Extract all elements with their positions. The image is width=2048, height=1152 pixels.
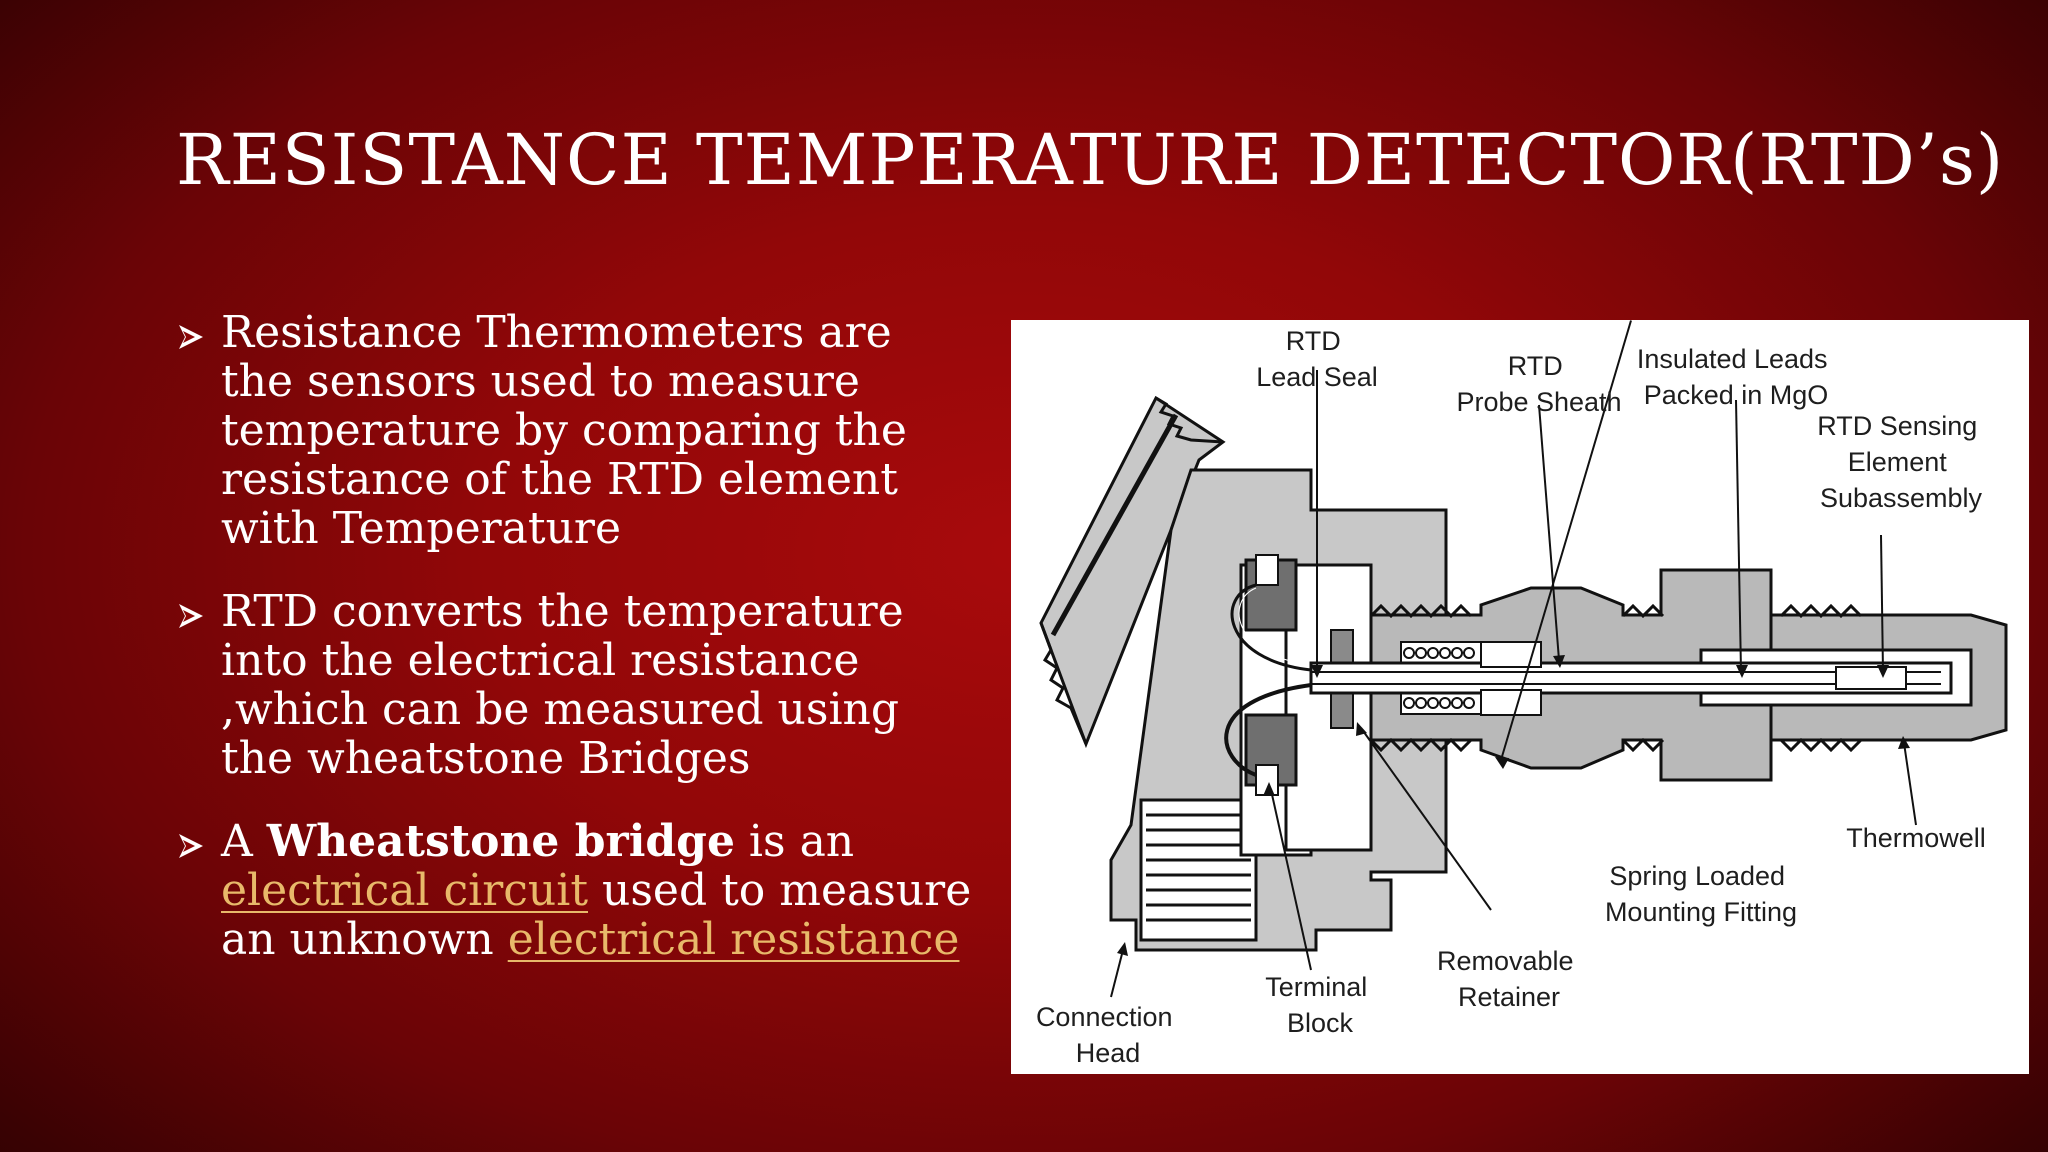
label-connection-head: Connection Head xyxy=(1036,1002,1180,1068)
label-thermowell: Thermowell xyxy=(1846,823,1986,853)
electrical-circuit-link[interactable]: electrical circuit xyxy=(221,865,588,916)
bullet-list: Resistance Thermometers are the sensors … xyxy=(176,308,976,998)
slide-title: RESISTANCE TEMPERATURE DETECTOR(RTD’s) xyxy=(176,119,2005,201)
bullet-item-2: RTD converts the temperature into the el… xyxy=(176,587,976,783)
bullet-text-middle: used to measure an unknown xyxy=(221,865,972,965)
bullet-text-prefix: A xyxy=(221,816,267,867)
bullet-text: RTD converts the temperature into the el… xyxy=(221,586,904,784)
label-rtd-lead-seal: RTD Lead Seal xyxy=(1256,326,1378,392)
rtd-cross-section: RTD Lead Seal RTD Probe Sheath Insulated… xyxy=(1036,320,2008,1068)
label-insulated-leads: Insulated Leads Packed in MgO xyxy=(1637,344,1835,410)
bullet-item-1: Resistance Thermometers are the sensors … xyxy=(176,308,976,553)
arrow-bullet-icon xyxy=(179,325,203,349)
arrow-bullet-icon xyxy=(179,834,203,858)
bold-term: Wheatstone bridge xyxy=(266,816,735,867)
bullet-text-middle: is an xyxy=(734,816,855,867)
electrical-resistance-link[interactable]: electrical resistance xyxy=(507,914,960,965)
label-rtd-probe-sheath: RTD Probe Sheath xyxy=(1456,351,1621,417)
bullet-item-3: A Wheatstone bridge is an electrical cir… xyxy=(176,817,976,964)
label-spring-loaded-fitting: Spring Loaded Mounting Fitting xyxy=(1605,861,1797,927)
rtd-sensing-element xyxy=(1835,666,1907,690)
label-terminal-block: Terminal Block xyxy=(1265,972,1375,1038)
bullet-text: Resistance Thermometers are the sensors … xyxy=(221,307,907,554)
arrow-bullet-icon xyxy=(179,604,203,628)
label-rtd-sensing-element: RTD Sensing Element Subassembly xyxy=(1817,411,1985,513)
label-removable-retainer: Removable Retainer xyxy=(1437,946,1581,1012)
rtd-diagram: RTD Lead Seal RTD Probe Sheath Insulated… xyxy=(1011,320,2029,1074)
